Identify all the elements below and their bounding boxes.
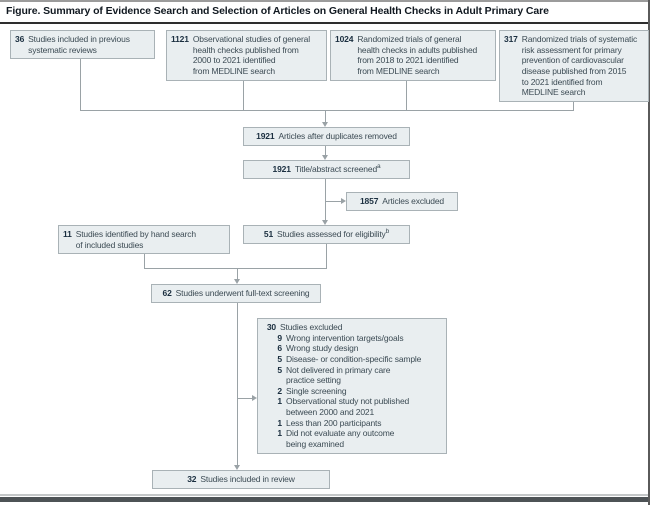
reason-label: Wrong intervention targets/goals	[286, 332, 404, 343]
box-count: 36	[15, 34, 25, 44]
exclusion-reason: 1 Did not evaluate any outcome being exa…	[273, 428, 442, 449]
box-title-abstract-screened: 1921 Title/abstract screeneda	[243, 160, 410, 179]
connector-line	[80, 110, 574, 111]
reason-label: Did not evaluate any outcome being exami…	[286, 428, 395, 449]
reason-count: 1	[277, 396, 282, 407]
box-previous-reviews: 36 Studies included in previous systemat…	[10, 30, 155, 60]
box-count: 1921	[256, 131, 275, 141]
reason-count: 1	[277, 428, 282, 439]
arrowhead	[322, 155, 328, 160]
box-label-text: Studies assessed for eligibility	[277, 229, 386, 239]
exclusion-reason: 6 Wrong study design	[273, 343, 442, 354]
box-hand-search: 11 Studies identified by hand search of …	[58, 225, 230, 255]
reason-label: Less than 200 participants	[286, 417, 382, 428]
box-label: Studies underwent full-text screening	[175, 288, 310, 298]
exclusion-reason: 9 Wrong intervention targets/goals	[273, 333, 442, 344]
box-randomized-health-checks: 1024 Randomized trials of general health…	[330, 30, 496, 81]
reason-count: 9	[277, 332, 282, 343]
figure-title: Figure. Summary of Evidence Search and S…	[6, 5, 549, 17]
exclusion-reason: 5 Disease- or condition-specific sample	[273, 354, 442, 365]
box-observational-studies: 1121 Observational studies of general he…	[166, 30, 327, 81]
reason-count: 1	[277, 417, 282, 428]
box-count: 62	[162, 288, 172, 298]
reason-label: Wrong study design	[286, 343, 359, 354]
reason-count: 6	[277, 343, 282, 354]
box-label: Studies identified by hand search of inc…	[75, 229, 196, 250]
reason-label: Observational study not published betwee…	[286, 396, 410, 417]
arrowhead	[341, 198, 346, 204]
box-studies-excluded: 30 Studies excluded 9 Wrong intervention…	[257, 318, 447, 454]
box-label: Articles excluded	[382, 196, 444, 206]
exclusion-reason: 5 Not delivered in primary care practice…	[273, 365, 442, 386]
bottom-rule-dark	[0, 497, 650, 502]
box-included-in-review: 32 Studies included in review	[152, 470, 330, 489]
box-label: Title/abstract screeneda	[294, 163, 381, 175]
box-articles-excluded: 1857 Articles excluded	[346, 192, 458, 211]
box-count: 11	[63, 229, 72, 239]
box-label: Studies included in review	[200, 474, 295, 484]
box-duplicates-removed: 1921 Articles after duplicates removed	[243, 127, 410, 146]
connector-line	[326, 238, 327, 268]
reason-count: 5	[277, 364, 282, 375]
box-label: Studies excluded	[280, 322, 343, 332]
arrowhead	[234, 279, 240, 284]
reason-label: Not delivered in primary care practice s…	[286, 364, 391, 386]
box-label: Articles after duplicates removed	[278, 131, 397, 141]
box-count: 1921	[272, 164, 291, 174]
connector-line	[80, 40, 81, 110]
arrowhead	[252, 395, 257, 401]
box-label-text: Title/abstract screened	[294, 164, 378, 174]
arrowhead	[322, 122, 328, 127]
connector-line	[237, 398, 252, 399]
footnote-marker-a: a	[377, 163, 381, 171]
box-count: 317	[504, 34, 518, 44]
box-count: 1857	[359, 196, 379, 206]
right-edge-rule	[648, 0, 650, 505]
connector-line	[325, 140, 326, 155]
box-randomized-risk-assessment: 317 Randomized trials of systematic risk…	[499, 30, 649, 102]
footnote-marker-b: b	[385, 228, 390, 236]
box-assessed-eligibility: 51 Studies assessed for eligibilityb	[243, 225, 410, 244]
reason-label: Single screening	[286, 385, 347, 396]
exclusion-reason: 1 Observational study not published betw…	[273, 396, 442, 417]
box-label: Randomized trials of general health chec…	[357, 34, 478, 76]
arrowhead	[322, 220, 328, 225]
exclusion-reason: 1 Less than 200 participants	[273, 418, 442, 429]
box-label: Observational studies of general health …	[192, 34, 310, 76]
box-full-text-screening: 62 Studies underwent full-text screening	[151, 284, 321, 303]
exclusion-reason: 2 Single screening	[273, 386, 442, 397]
connector-line	[237, 268, 238, 279]
title-rule	[0, 22, 650, 24]
box-count: 32	[187, 474, 197, 484]
box-label: Studies assessed for eligibilityb	[277, 228, 390, 240]
reason-count: 2	[277, 385, 282, 396]
bottom-rule-light	[0, 494, 650, 496]
connector-line	[237, 296, 238, 465]
reason-count: 5	[277, 353, 282, 364]
box-count: 51	[263, 229, 274, 239]
connector-line	[325, 172, 326, 220]
top-rule	[0, 0, 650, 2]
box-count: 30	[266, 322, 276, 332]
arrowhead	[234, 465, 240, 470]
box-label: Randomized trials of systematic risk ass…	[521, 34, 638, 98]
connector-line	[144, 268, 327, 269]
reason-label: Disease- or condition-specific sample	[286, 353, 422, 364]
connector-line	[325, 110, 326, 122]
exclusion-header: 30 Studies excluded	[262, 322, 442, 333]
box-count: 1121	[171, 34, 189, 44]
connector-line	[325, 201, 341, 202]
box-count: 1024	[335, 34, 354, 44]
box-label: Studies included in previous systematic …	[28, 34, 130, 55]
